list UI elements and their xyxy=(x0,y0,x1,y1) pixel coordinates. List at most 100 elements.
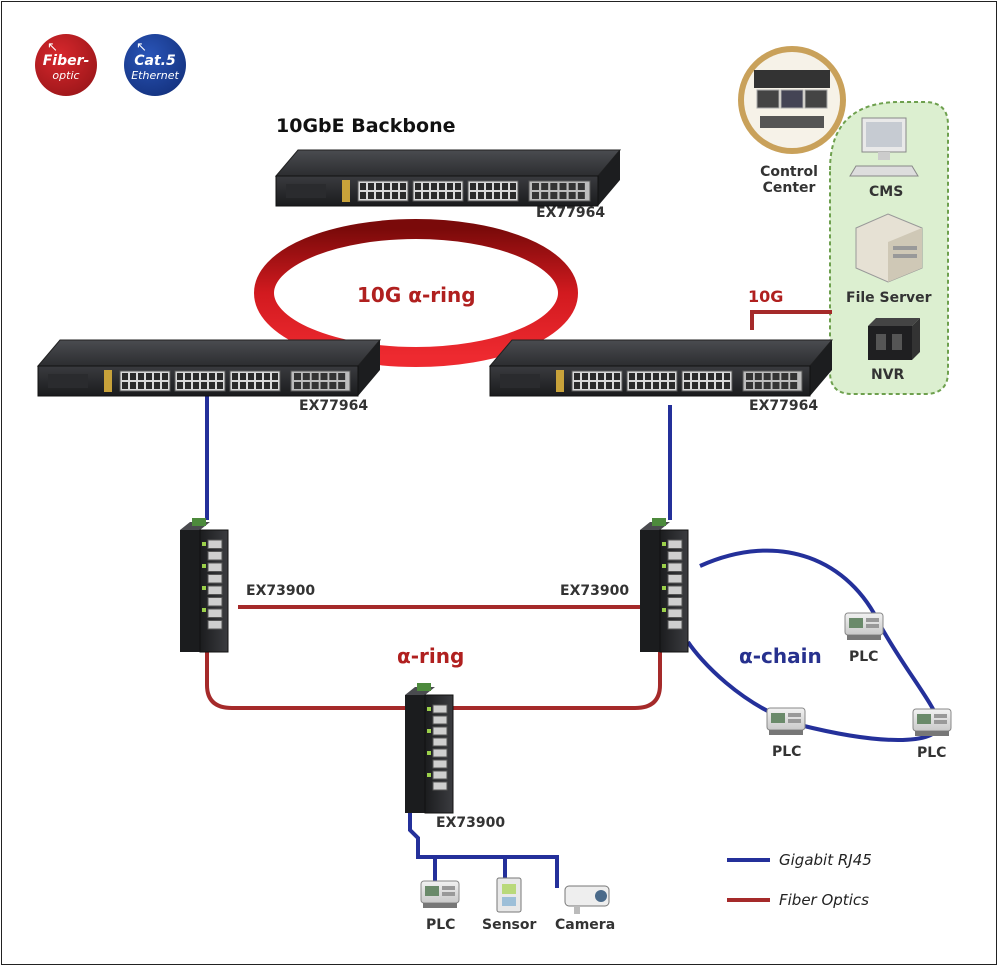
rj45-port xyxy=(415,183,421,190)
fiber-link-10g-uplink xyxy=(750,310,832,330)
rj45-port xyxy=(384,192,390,199)
rj45-port xyxy=(486,183,492,190)
rj45-port xyxy=(494,192,500,199)
rj45-port xyxy=(248,373,254,380)
din-led xyxy=(662,564,666,568)
sfp-port xyxy=(550,183,558,190)
rj45-port xyxy=(392,183,398,190)
fiber-badge-line2: optic xyxy=(52,69,80,82)
arrow-icon: ↖ xyxy=(136,40,147,55)
arrow-icon: ↖ xyxy=(47,40,58,55)
din-led xyxy=(202,542,206,546)
switch-side-panel xyxy=(810,340,832,396)
rj45-port xyxy=(209,373,215,380)
din-port xyxy=(207,562,223,572)
rj45-port xyxy=(154,373,160,380)
rj45-port xyxy=(439,183,445,190)
din-port xyxy=(432,781,448,791)
sfp-port xyxy=(294,382,301,389)
plc-io xyxy=(788,719,801,723)
rj45-port xyxy=(614,373,620,380)
rj45-port xyxy=(423,192,429,199)
rj45-port xyxy=(582,373,588,380)
rj45-port xyxy=(510,183,516,190)
uplink-10g-label: 10G xyxy=(748,287,784,306)
rj45-port xyxy=(384,183,390,190)
rj45-port xyxy=(574,373,580,380)
rj45-port xyxy=(661,373,667,380)
switch-right-model: EX77964 xyxy=(749,398,819,414)
industrial-switch-bottom xyxy=(405,683,454,814)
rj45-port xyxy=(122,382,128,389)
plc-display xyxy=(771,713,785,723)
rj45-port xyxy=(582,382,588,389)
din-led xyxy=(202,608,206,612)
nvr-label: NVR xyxy=(871,367,905,383)
legend-rj45-label: Gigabit RJ45 xyxy=(779,851,872,869)
rj45-port xyxy=(368,183,374,190)
rj45-port xyxy=(708,382,714,389)
rj45-port xyxy=(447,183,453,190)
din-port xyxy=(432,748,448,758)
control-center-label-line1: Control xyxy=(760,164,818,180)
din-led xyxy=(427,751,431,755)
plc-io xyxy=(866,624,879,628)
backbone-title: 10GbE Backbone xyxy=(276,115,456,137)
rj45-port xyxy=(661,382,667,389)
rj45-port xyxy=(653,373,659,380)
rj45-port xyxy=(716,382,722,389)
din-port xyxy=(432,704,448,714)
plc-base xyxy=(915,731,949,736)
sfp-port xyxy=(568,183,576,190)
rj45-port xyxy=(360,183,366,190)
sfp-port xyxy=(302,382,310,389)
rj45-port xyxy=(478,192,484,199)
status-led-panel xyxy=(556,370,564,392)
fiber-optic-badge: ↖ Fiber- optic xyxy=(35,34,97,96)
rj45-port xyxy=(637,373,643,380)
din-port xyxy=(432,726,448,736)
sfp-port xyxy=(311,382,319,389)
sfp-port xyxy=(559,183,567,190)
rj45-port xyxy=(700,382,706,389)
rj45-port xyxy=(154,382,160,389)
rj45-port xyxy=(130,382,136,389)
sfp-port xyxy=(790,373,798,380)
switch-side-panel xyxy=(598,150,620,206)
rj45-port xyxy=(606,373,612,380)
nvr-icon xyxy=(868,318,920,360)
din-port xyxy=(667,597,683,607)
din-port xyxy=(667,562,683,572)
rj45-port xyxy=(376,192,382,199)
cat5-badge-line2: Ethernet xyxy=(131,69,179,82)
plc-device-chain-left xyxy=(766,707,806,735)
control-center-label-line2: Center xyxy=(762,180,816,196)
din-port xyxy=(667,585,683,595)
rj45-port xyxy=(598,382,604,389)
sfp-port xyxy=(763,373,771,380)
plc-label-chain-left: PLC xyxy=(772,744,802,760)
cms-computer-icon xyxy=(849,117,919,177)
din-led xyxy=(662,608,666,612)
status-led-panel xyxy=(342,180,350,202)
rj45-port xyxy=(439,192,445,199)
din-port xyxy=(667,574,683,584)
sfp-port xyxy=(338,373,346,380)
switch-side-panel xyxy=(358,340,380,396)
din-led xyxy=(427,707,431,711)
backbone-switch-left xyxy=(36,339,382,397)
rj45-port xyxy=(510,192,516,199)
sfp-port xyxy=(754,373,762,380)
terminal-block xyxy=(652,518,666,526)
din-port xyxy=(667,620,683,630)
plc-base xyxy=(769,730,803,735)
sfp-port xyxy=(320,382,328,389)
sfp-port xyxy=(302,373,310,380)
rj45-port xyxy=(146,373,152,380)
din-led xyxy=(427,729,431,733)
switch-top-panel xyxy=(488,339,834,367)
terminal-block xyxy=(417,683,431,691)
switch-left-model: EX77964 xyxy=(299,398,369,414)
din-port xyxy=(207,539,223,549)
plc-io xyxy=(866,618,879,622)
